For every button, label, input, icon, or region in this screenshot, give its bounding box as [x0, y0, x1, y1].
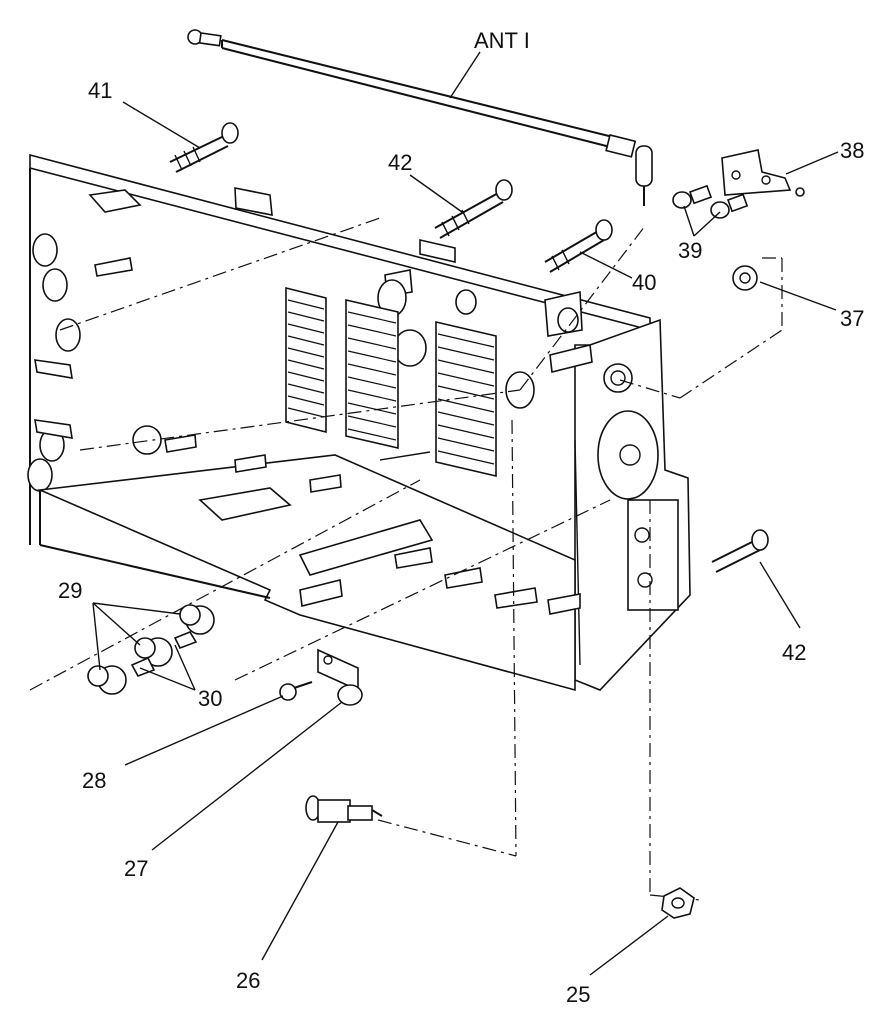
label-part-42-top: 42	[388, 150, 412, 175]
alignment-lines	[29, 217, 783, 901]
vent-grille-left	[285, 286, 327, 434]
nut-37	[732, 265, 758, 291]
label-part-42-right: 42	[782, 640, 806, 665]
label-part-41: 41	[88, 78, 112, 103]
label-part-26: 26	[236, 968, 260, 993]
label-part-25: 25	[566, 982, 590, 1007]
screw-42-right	[711, 529, 769, 573]
label-part-30: 30	[198, 686, 222, 711]
screw-42-top	[434, 179, 513, 239]
label-part-28: 28	[82, 768, 106, 793]
vent-grille-middle	[345, 298, 399, 450]
screw-41	[169, 122, 239, 173]
label-part-40: 40	[632, 270, 656, 295]
label-part-27: 27	[124, 856, 148, 881]
chassis-frame	[27, 153, 691, 692]
screw-28	[279, 681, 313, 701]
screw-40	[544, 219, 613, 273]
label-ant-1: ANT I	[474, 28, 530, 53]
bracket-27	[317, 648, 363, 706]
springs-29	[87, 604, 215, 695]
nut-25	[661, 887, 695, 919]
label-part-39: 39	[678, 238, 702, 263]
antenna-rod	[187, 29, 653, 206]
label-part-37: 37	[840, 306, 864, 331]
screws-39	[672, 184, 749, 219]
leader-lines	[92, 51, 839, 976]
vent-grille-right	[435, 320, 497, 478]
jack-26	[305, 795, 383, 823]
label-part-38: 38	[840, 138, 864, 163]
label-part-29: 29	[58, 578, 82, 603]
bracket-38	[721, 149, 805, 197]
